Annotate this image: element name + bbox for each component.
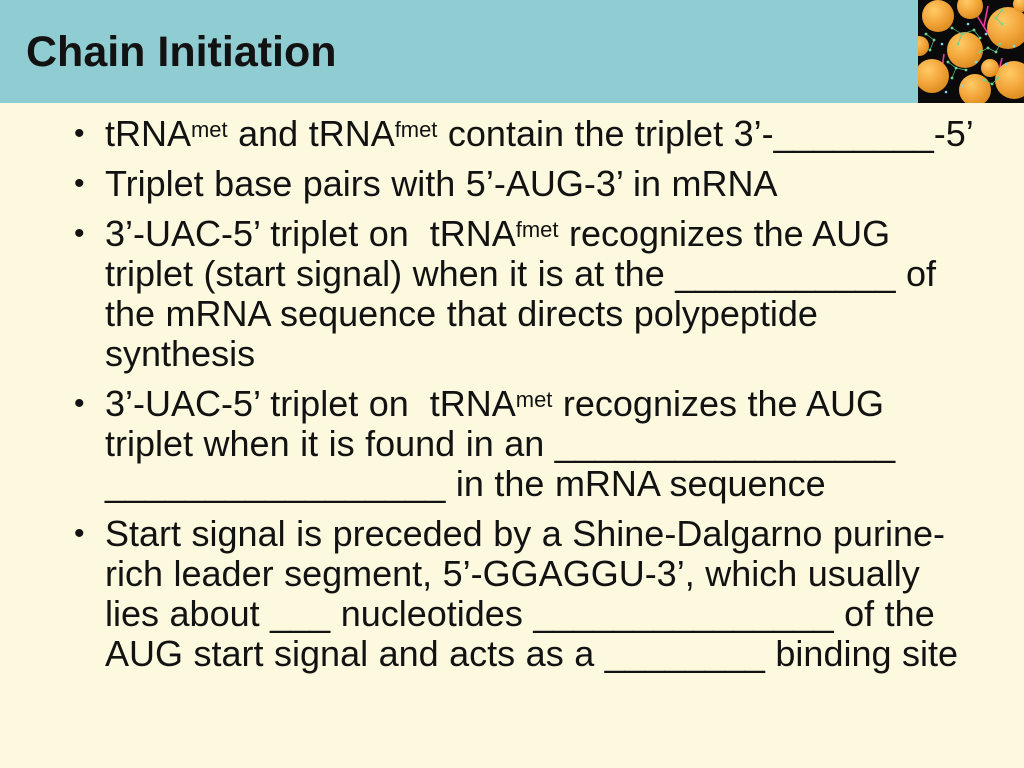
text-run: triplet (start signal) when it is at the [105, 253, 676, 294]
fill-in-blank: ________ [604, 633, 765, 674]
fill-in-blank: _______________ [533, 593, 834, 634]
superscript-text: met [515, 386, 553, 412]
text-run: Start signal is preceded by a Shine-Dalg… [105, 513, 945, 554]
page-title: Chain Initiation [26, 28, 337, 76]
text-run: Triplet base pairs with 5’-AUG-3’ in mRN… [105, 163, 778, 204]
text-run: triplet when it is found in an [105, 423, 555, 464]
molecule-image [918, 0, 1024, 103]
text-run: recognizes the AUG [552, 383, 885, 424]
bullet-item: • 3’-UAC-5’ triplet on tRNAmet recognizes… [0, 384, 1024, 504]
fill-in-blank: _________________ [554, 423, 896, 464]
text-run: 3’-UAC-5’ triplet on tRNA [105, 213, 516, 254]
text-run: nucleotides [330, 593, 534, 634]
text-run: AUG start signal and acts as a [105, 633, 605, 674]
bullet-text: tRNAmet and tRNAfmet contain the triplet… [105, 114, 1010, 154]
fill-in-blank: ________ [773, 113, 934, 154]
text-run: of [895, 253, 937, 294]
green-dots [924, 8, 1004, 86]
bullet-icon: • [74, 387, 85, 420]
orange-spheres [918, 0, 1024, 103]
text-run: recognizes the AUG [558, 213, 891, 254]
text-run: of the [833, 593, 935, 634]
bullet-text: 3’-UAC-5’ triplet on tRNAmet recognizes … [105, 384, 1010, 504]
bullet-text: 3’-UAC-5’ triplet on tRNAfmet recognizes… [105, 214, 1010, 374]
bullet-item: • tRNAmet and tRNAfmet contain the triple… [0, 114, 1024, 154]
bullet-icon: • [74, 217, 85, 250]
text-run: the mRNA sequence that directs polypepti… [105, 293, 818, 334]
bullet-item: • 3’-UAC-5’ triplet on tRNAfmet recognize… [0, 214, 1024, 374]
text-run: tRNA [105, 113, 192, 154]
text-run: -5’ [933, 113, 974, 154]
bullet-item: • Start signal is preceded by a Shine-Dal… [0, 514, 1024, 674]
bullet-icon: • [74, 517, 85, 550]
bullet-list: •tRNAmet and tRNAfmet contain the triple… [0, 114, 1024, 674]
text-run: lies about [105, 593, 271, 634]
text-run: synthesis [105, 333, 256, 374]
superscript-text: fmet [515, 216, 559, 242]
bullet-text: Triplet base pairs with 5’-AUG-3’ in mRN… [105, 164, 1010, 204]
superscript-text: fmet [394, 116, 438, 142]
bullet-item: • Triplet base pairs with 5’-AUG-3’ in mR… [0, 164, 1024, 204]
text-run: 3’-UAC-5’ triplet on tRNA [105, 383, 516, 424]
bullet-icon: • [74, 167, 85, 200]
text-run: in the mRNA sequence [445, 463, 826, 504]
bullet-icon: • [74, 117, 85, 150]
text-run: contain the triplet 3’- [437, 113, 774, 154]
title-bar: Chain Initiation [0, 0, 1024, 103]
text-run: and tRNA [227, 113, 395, 154]
text-run: binding site [764, 633, 959, 674]
superscript-text: met [191, 116, 228, 142]
cyan-dots [940, 22, 1016, 94]
fill-in-blank: _________________ [105, 463, 446, 504]
text-run: rich leader segment, 5’-GGAGGU-3’, which… [105, 553, 920, 594]
slide-body: •tRNAmet and tRNAfmet contain the triple… [0, 103, 1024, 684]
fill-in-blank: ___________ [675, 253, 896, 294]
bullet-text: Start signal is preceded by a Shine-Dalg… [105, 514, 1010, 674]
fill-in-blank: ___ [270, 593, 331, 634]
